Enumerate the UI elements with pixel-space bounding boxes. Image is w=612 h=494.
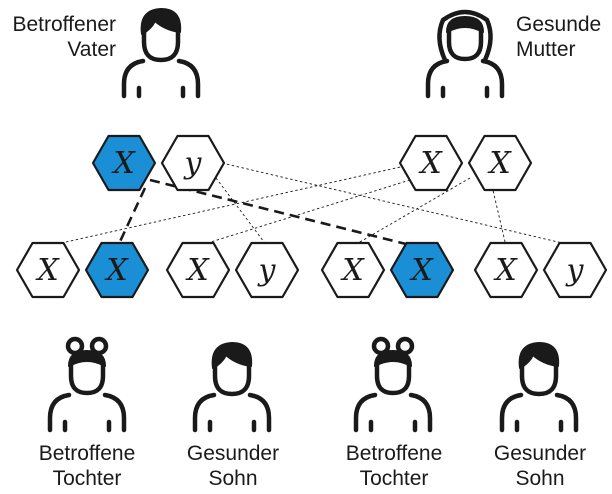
child-4-chromosome-2: y (542, 241, 608, 299)
child-4-chromosome-2-letter: y (565, 253, 585, 288)
mother-label-line2: Mutter (516, 38, 576, 61)
child-4-boy-icon (499, 342, 579, 433)
father-chromosome-1-letter: X (111, 146, 136, 181)
child-label-1-line2: Tochter (52, 467, 122, 490)
child-label-3-line1: Betroffene (345, 442, 443, 465)
child-3-chromosome-2-shape (389, 241, 455, 299)
child-3-chromosome-1: X (320, 241, 386, 299)
mother-chromosome-1: X (398, 134, 464, 192)
child-2-chromosome-2-letter: y (257, 253, 277, 288)
mother-chromosome-2: X (467, 134, 533, 192)
child-1-girl-icon (47, 336, 127, 433)
child-label-3-line2: Tochter (359, 467, 429, 490)
father-chromosome-2-letter: y (183, 146, 203, 181)
child-label-1: Betroffene Tochter (22, 441, 152, 491)
child-2-chromosome-2-shape (234, 241, 300, 299)
child-1-chromosome-1-letter: X (35, 253, 60, 288)
child-3-chromosome-1-shape (320, 241, 386, 299)
father-chromosome-1-shape (91, 134, 157, 192)
child-label-2-line2: Sohn (208, 467, 258, 490)
child-2-chromosome-2: y (234, 241, 300, 299)
child-1-chromosome-2-letter: X (104, 253, 129, 288)
child-label-4-line1: Gesunder (493, 442, 587, 465)
child-1-chromosome-1-shape (15, 241, 81, 299)
mother-label-line1: Gesunde (516, 13, 602, 36)
child-3-chromosome-1-letter: X (340, 253, 365, 288)
father-label-line2: Vater (67, 38, 116, 61)
child-1-chromosome-2-shape (84, 241, 150, 299)
child-label-1-line1: Betroffene (38, 442, 136, 465)
child-3-girl-icon (353, 336, 433, 433)
child-4-chromosome-1-shape (473, 241, 539, 299)
mother-chromosome-2-shape (467, 134, 533, 192)
inheritance-line-mother-x-child-2 (197, 179, 411, 247)
child-label-2: Gesunder Sohn (168, 441, 298, 491)
child-label-3: Betroffene Tochter (329, 441, 459, 491)
father-label: Betroffener Vater (12, 12, 116, 62)
inheritance-line-father-y-son-1 (209, 169, 268, 247)
child-label-4-line2: Sohn (515, 467, 565, 490)
mother-chromosome-2-letter: X (487, 146, 512, 181)
child-1-chromosome-1: X (15, 241, 81, 299)
father-icon (121, 8, 201, 99)
child-2-chromosome-1: X (165, 241, 231, 299)
father-chromosome-2-shape (160, 134, 226, 192)
father-chromosome-1: X (91, 134, 157, 192)
child-2-chromosome-1-shape (165, 241, 231, 299)
child-4-chromosome-2-shape (542, 241, 608, 299)
child-2-boy-icon (192, 342, 272, 433)
inheritance-line-mother-x-child-1 (47, 165, 406, 247)
child-label-2-line1: Gesunder (186, 442, 280, 465)
inheritance-line-father-x-daughter-2 (149, 178, 423, 250)
father-label-line1: Betroffener (12, 13, 116, 36)
mother-label: Gesunde Mutter (516, 12, 601, 62)
child-2-chromosome-1-letter: X (185, 253, 210, 288)
child-1-chromosome-2: X (84, 241, 150, 299)
child-4-chromosome-1: X (473, 241, 539, 299)
child-3-chromosome-2: X (389, 241, 455, 299)
inheritance-line-mother-x-child-4 (491, 185, 507, 247)
inheritance-line-father-y-son-2 (221, 162, 576, 247)
father-chromosome-2: y (160, 134, 226, 192)
mother-icon (425, 9, 505, 99)
child-label-4: Gesunder Sohn (475, 441, 605, 491)
mother-chromosome-1-letter: X (418, 146, 443, 181)
mother-chromosome-1-shape (398, 134, 464, 192)
child-3-chromosome-2-letter: X (409, 253, 434, 288)
inheritance-line-father-x-daughter-1 (115, 187, 147, 249)
inheritance-line-mother-x-child-3 (352, 177, 471, 247)
child-4-chromosome-1-letter: X (493, 253, 518, 288)
